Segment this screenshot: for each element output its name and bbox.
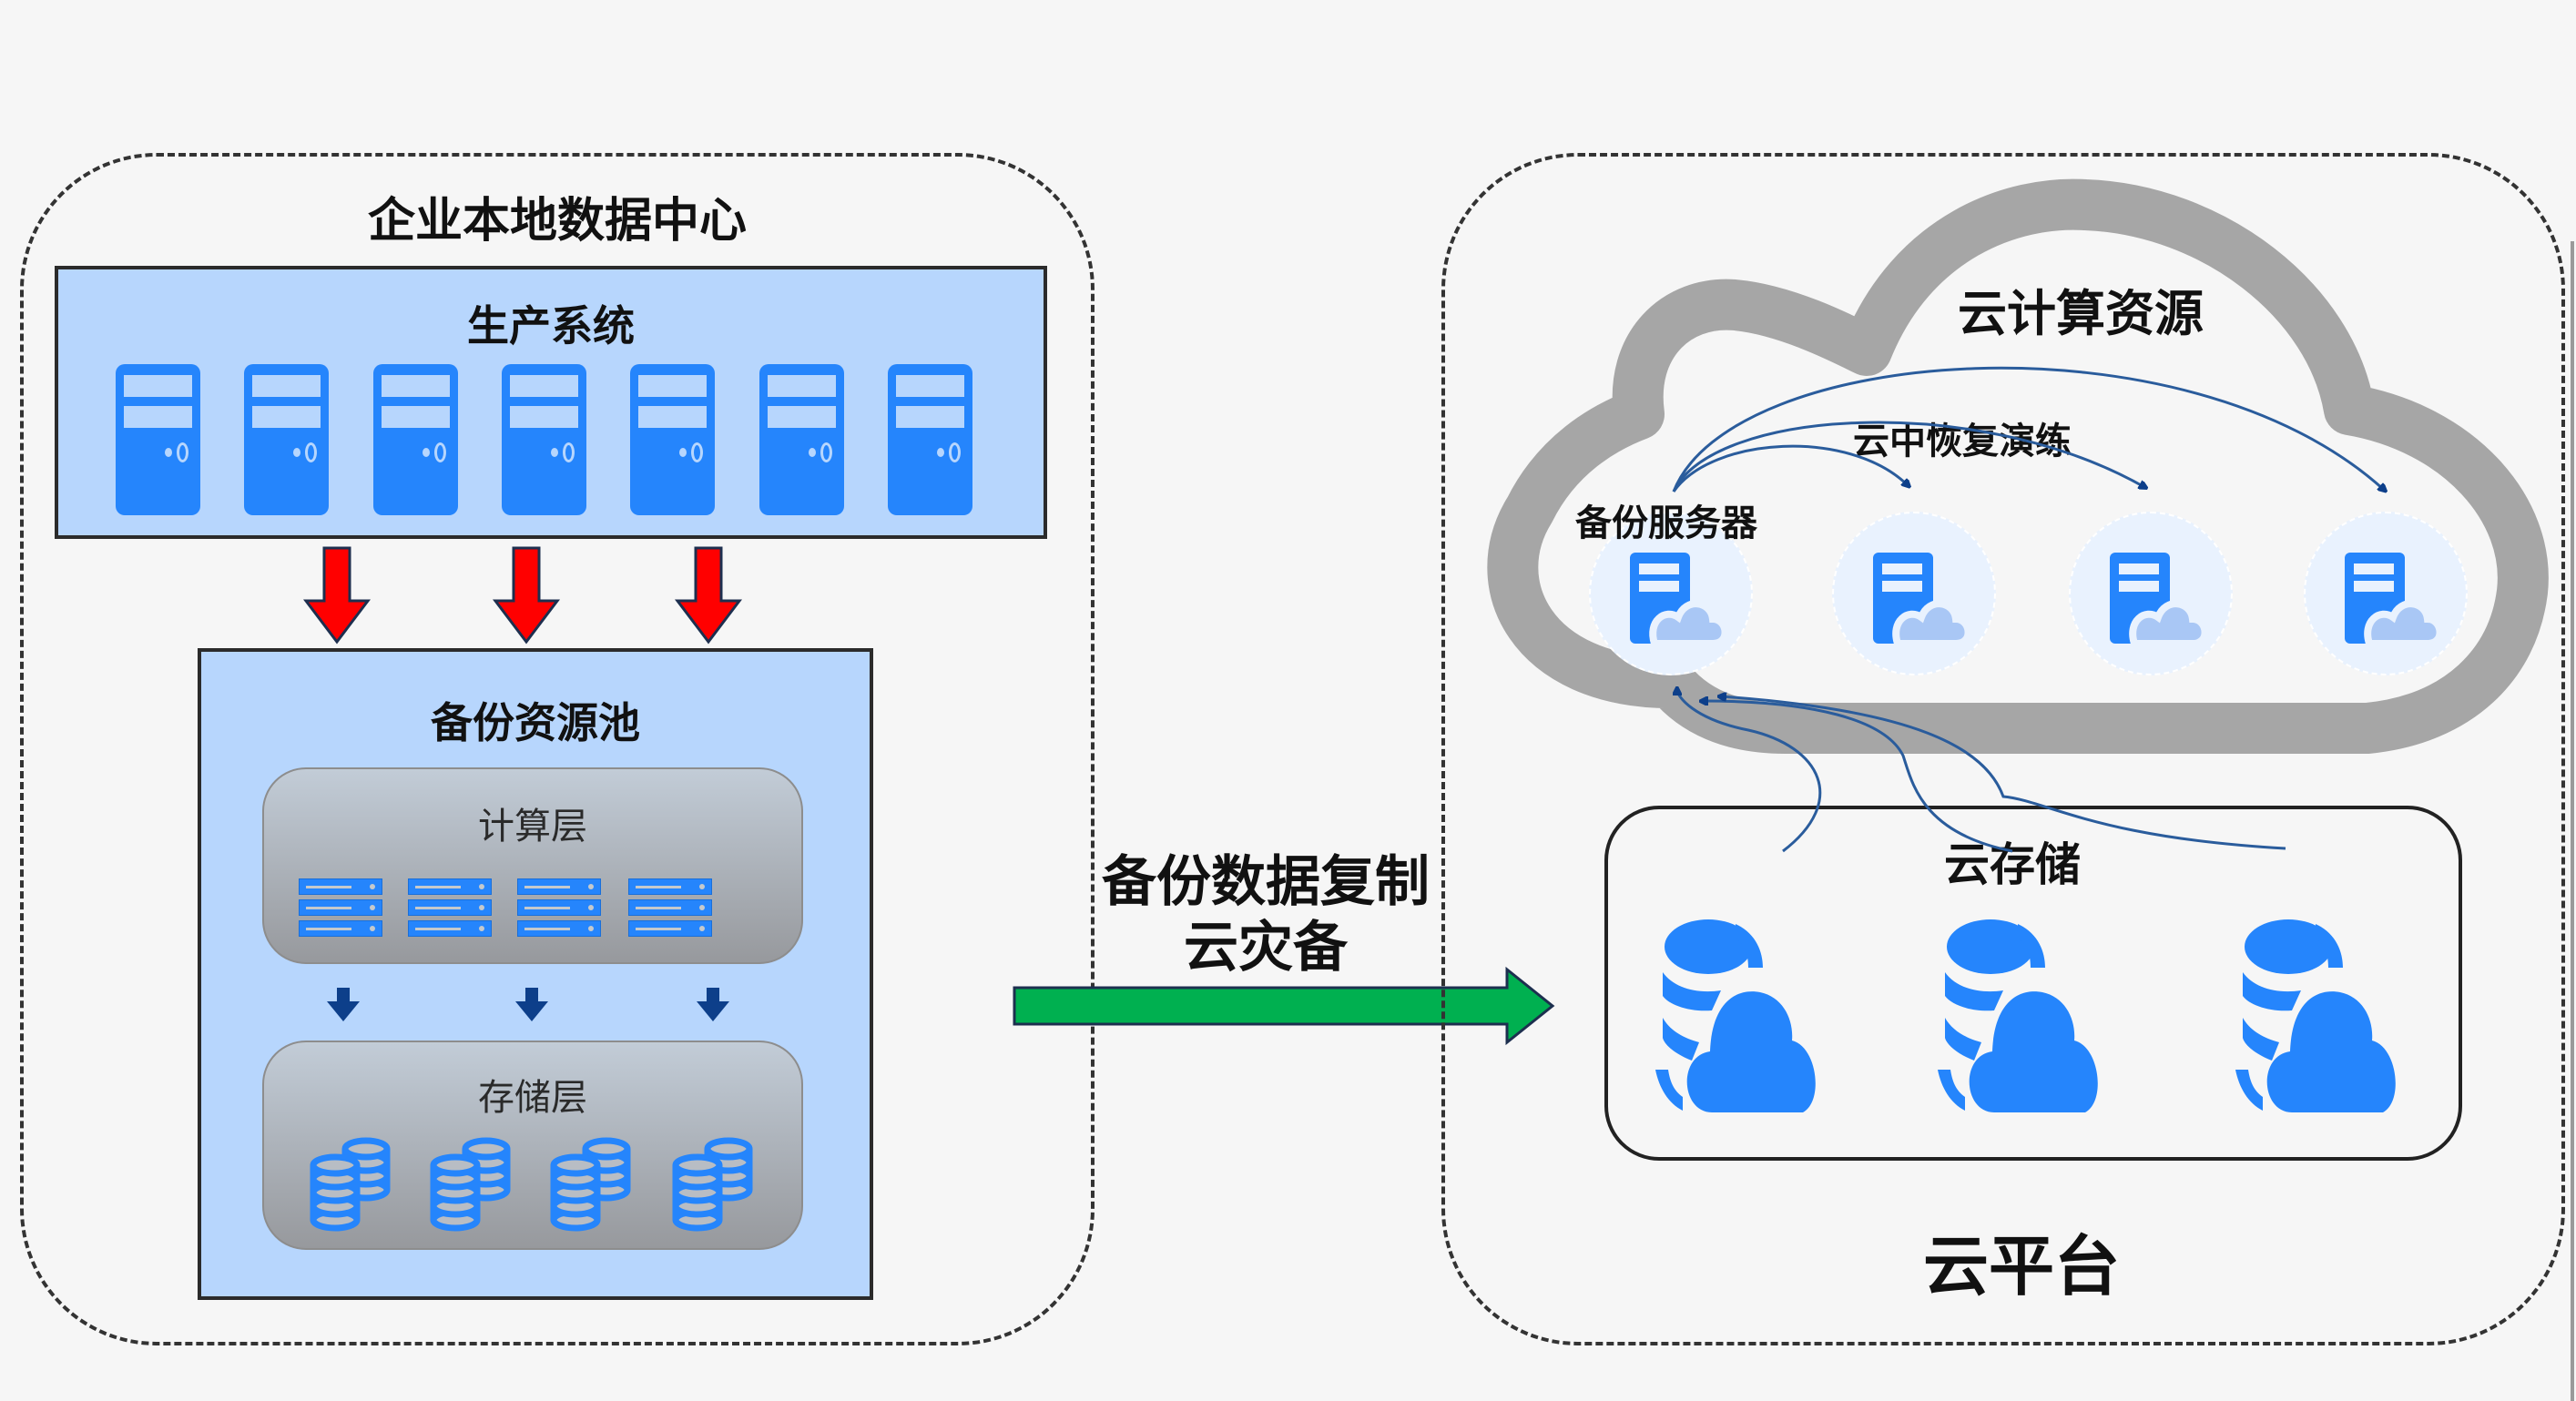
navy-down-arrow-icon <box>327 988 360 1021</box>
cloud-server-icon <box>2345 553 2444 647</box>
local-datacenter-title: 企业本地数据中心 <box>367 194 747 249</box>
cloud-database-icon <box>1938 919 2098 1112</box>
cloud-server-node <box>1832 512 1996 675</box>
cloud-storage-title: 云存储 <box>1944 838 2081 891</box>
connector-arc <box>1672 444 1908 492</box>
cloud-outline-icon <box>1487 178 2549 754</box>
compute-layer-title: 计算层 <box>478 806 587 848</box>
navy-down-arrow-icon <box>697 988 729 1021</box>
tower-server-icon <box>759 364 844 515</box>
backup-resource-pool-title: 备份资源池 <box>431 698 640 747</box>
cloud-server-icon <box>1630 553 1729 647</box>
database-stack-icon <box>310 1137 391 1232</box>
tower-server-icon <box>888 364 972 515</box>
cloud-server-icon <box>1873 553 1972 647</box>
rack-server-icon <box>408 878 492 941</box>
connector-arc <box>1721 696 2286 850</box>
connector-arc <box>1677 690 1822 853</box>
red-down-arrow-icon <box>302 546 372 645</box>
cloud-platform-container <box>1441 153 2565 1345</box>
database-stack-icon <box>430 1137 511 1232</box>
navy-down-arrow-icon <box>515 988 548 1021</box>
connector-arc <box>1703 701 2013 853</box>
tower-server-icon <box>372 364 458 515</box>
red-down-arrow-icon <box>492 546 561 645</box>
tower-server-icon <box>630 364 716 515</box>
rack-server-icon <box>517 878 601 941</box>
storage-layer-title: 存储层 <box>478 1077 587 1119</box>
tower-server-icon <box>244 364 330 515</box>
cloud-server-icon <box>2110 553 2209 647</box>
cloud-server-node <box>2304 512 2468 675</box>
cloud-database-icon <box>1655 919 1816 1112</box>
cloud-server-node <box>1589 512 1753 675</box>
cloud-storage-box <box>1604 806 2462 1161</box>
cloud-server-node <box>2069 512 2233 675</box>
production-system-title: 生产系统 <box>467 301 635 350</box>
rack-server-icon <box>628 878 712 941</box>
tower-server-icon <box>502 364 586 515</box>
tower-server-icon <box>116 364 200 515</box>
red-down-arrow-icon <box>674 546 743 645</box>
right-edge-line <box>2571 241 2574 1401</box>
transfer-label-line1: 备份数据复制 <box>1102 850 1430 914</box>
connector-arc <box>1672 366 2384 492</box>
cloud-database-icon <box>2235 919 2396 1112</box>
green-arrow-icon <box>1013 966 1555 1046</box>
cloud-compute-title: 云计算资源 <box>1958 285 2204 342</box>
database-stack-icon <box>550 1137 631 1232</box>
database-stack-icon <box>672 1137 753 1232</box>
rack-server-icon <box>299 878 382 941</box>
cloud-platform-title: 云平台 <box>1922 1228 2120 1305</box>
local-datacenter-container <box>20 153 1095 1345</box>
transfer-label-line2: 云灾备 <box>1184 916 1348 980</box>
connector-arc <box>1672 421 2144 492</box>
backup-server-label: 备份服务器 <box>1575 503 1757 544</box>
